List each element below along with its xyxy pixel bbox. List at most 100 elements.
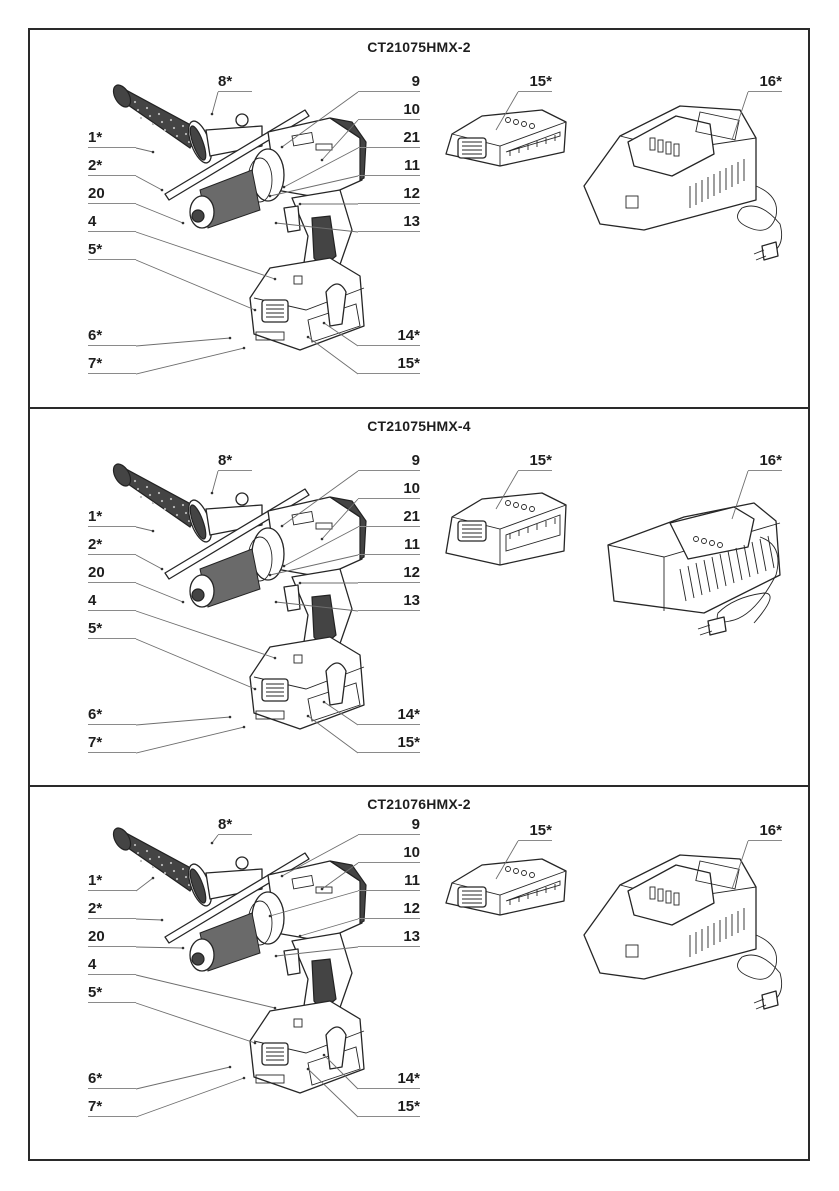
- part-callout-8: 8*: [218, 453, 252, 471]
- leader-line: [307, 715, 359, 754]
- part-callout-15: 15*: [358, 735, 420, 753]
- leader-dot: [282, 564, 286, 568]
- part-callout-1: 1*: [88, 509, 136, 527]
- charger-illustration: [607, 502, 781, 636]
- leader-dot: [228, 1065, 232, 1069]
- drill-illustration: [112, 827, 367, 1094]
- part-callout-13: 13: [358, 593, 420, 611]
- illustrations: [112, 84, 783, 375]
- leader-line: [135, 1002, 256, 1044]
- part-callout-15-battery: 15*: [518, 823, 552, 841]
- part-callout-7: 7*: [88, 1099, 136, 1117]
- charge-indicator: [255, 331, 285, 341]
- auxiliary-handle: [112, 463, 212, 543]
- leader-dot: [280, 524, 284, 528]
- leader-line: [283, 147, 359, 188]
- leader-dot: [280, 874, 284, 878]
- part-callout-8: 8*: [218, 817, 252, 835]
- leader-line: [321, 119, 359, 161]
- part-callout-15: 15*: [358, 356, 420, 374]
- leader-line: [135, 231, 276, 280]
- drill-illustration: [112, 463, 367, 730]
- leader-line: [135, 610, 276, 659]
- leader-line: [495, 840, 519, 880]
- leader-dot: [282, 185, 286, 189]
- battery-illustration: [445, 109, 567, 167]
- part-callout-1: 1*: [88, 873, 136, 891]
- leader-line: [275, 601, 359, 612]
- part-callout-16-charger: 16*: [748, 823, 782, 841]
- part-callout-5: 5*: [88, 242, 136, 260]
- part-callout-16-charger: 16*: [748, 74, 782, 92]
- part-callout-4: 4: [88, 593, 136, 611]
- leader-line: [211, 470, 219, 494]
- leader-dot: [160, 188, 164, 192]
- leader-dot: [253, 687, 257, 691]
- leader-line: [731, 91, 749, 141]
- illustrations: [112, 827, 783, 1118]
- leader-dot: [320, 537, 324, 541]
- part-callout-12: 12: [358, 565, 420, 583]
- led-button: [293, 275, 303, 285]
- model-title: CT21075HMX-4: [367, 418, 471, 434]
- plug: [707, 616, 727, 636]
- leader-dot: [322, 1053, 326, 1057]
- leader-dot: [268, 194, 272, 198]
- trigger: [283, 584, 301, 612]
- part-callout-15: 15*: [358, 1099, 420, 1117]
- illustrations: [112, 463, 781, 754]
- trigger: [283, 205, 301, 233]
- part-callout-11: 11: [358, 537, 420, 555]
- part-callout-7: 7*: [88, 735, 136, 753]
- leader-line: [135, 974, 276, 1009]
- part-callout-15-battery: 15*: [518, 453, 552, 471]
- part-callout-2: 2*: [88, 537, 136, 555]
- charger-led: [625, 195, 639, 209]
- drill-illustration: [112, 84, 367, 351]
- leader-line: [283, 526, 359, 567]
- battery-illustration: [445, 492, 567, 566]
- leader-line: [495, 470, 519, 510]
- leader-dot: [273, 656, 277, 660]
- part-callout-11: 11: [358, 873, 420, 891]
- leader-dot: [274, 221, 278, 225]
- part-callout-7: 7*: [88, 356, 136, 374]
- part-callout-9: 9: [358, 453, 420, 471]
- leader-line: [307, 336, 359, 375]
- leader-dot: [242, 1076, 246, 1080]
- part-callout-14: 14*: [358, 707, 420, 725]
- battery-pack: [249, 257, 365, 351]
- leader-dot: [268, 914, 272, 918]
- leader-dot: [151, 150, 155, 154]
- leader-line: [275, 222, 359, 233]
- part-callout-13: 13: [358, 929, 420, 947]
- battery-pack: [249, 1000, 365, 1094]
- leader-line: [135, 526, 154, 532]
- leader-line: [135, 337, 231, 347]
- leader-line: [135, 946, 184, 949]
- part-callout-16-charger: 16*: [748, 453, 782, 471]
- leader-line: [269, 175, 359, 197]
- leader-line: [321, 498, 359, 540]
- leader-line: [135, 1066, 231, 1090]
- leader-line: [135, 554, 163, 570]
- leader-line: [323, 1054, 359, 1090]
- plug: [761, 241, 779, 261]
- part-callout-15-battery: 15*: [518, 74, 552, 92]
- leader-dot: [210, 841, 214, 845]
- leader-dot: [268, 573, 272, 577]
- leader-dot: [298, 581, 302, 585]
- leader-line: [135, 147, 154, 153]
- leader-dot: [306, 1067, 310, 1071]
- leader-line: [495, 91, 519, 131]
- leader-line: [269, 554, 359, 576]
- led-button: [293, 654, 303, 664]
- part-callout-10: 10: [358, 102, 420, 120]
- leader-dot: [151, 876, 155, 880]
- leader-line: [211, 91, 219, 115]
- leader-line: [135, 716, 231, 726]
- leader-dot: [298, 202, 302, 206]
